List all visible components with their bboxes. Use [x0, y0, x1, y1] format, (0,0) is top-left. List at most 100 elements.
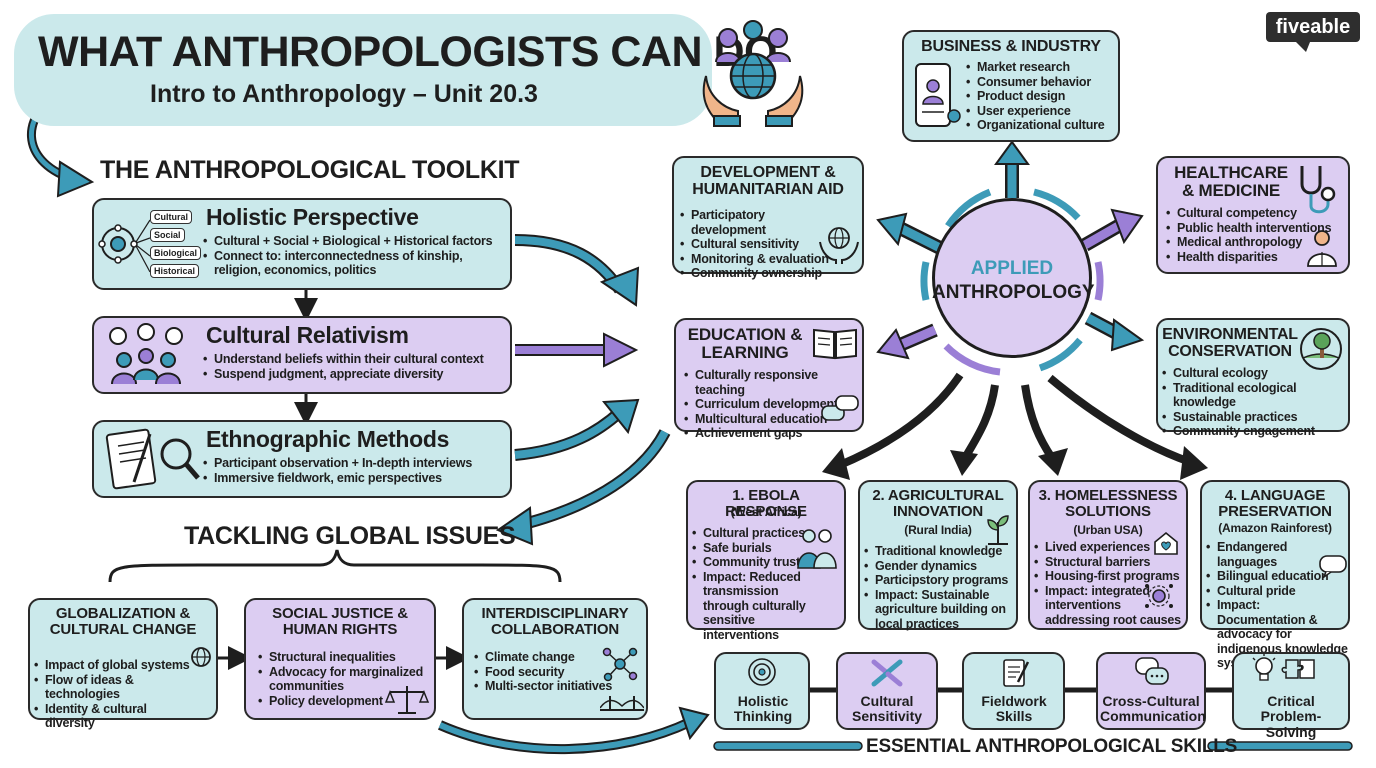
business-list: Market research Consumer behavior Produc…: [966, 60, 1116, 133]
skill-problem-solving-label: Critical Problem-Solving: [1260, 693, 1322, 740]
case-homeless-list: Lived experiences Structural barriers Ho…: [1034, 540, 1184, 627]
holistic-title: Holistic Perspective: [206, 204, 419, 230]
case-language-place: (Amazon Rainforest): [1218, 521, 1332, 535]
justice-list: Structural inequalities Advocacy for mar…: [258, 650, 424, 708]
list-item: Community trust: [692, 555, 820, 570]
list-item: Culturally responsive teaching: [684, 368, 859, 397]
justice-title: SOCIAL JUSTICE & HUMAN RIGHTS: [272, 605, 408, 639]
hands-globe-icon: [818, 222, 860, 269]
list-item: Cultural competency: [1166, 206, 1336, 221]
list-item: Health disparities: [1166, 250, 1336, 265]
list-item: Understand beliefs within their cultural…: [203, 352, 508, 367]
ethno-list: Participant observation + In-depth inter…: [203, 456, 508, 485]
applied-anthropology-circle: [932, 198, 1092, 358]
notepad-pen-icon: [1000, 656, 1032, 693]
skill-fieldwork-label: Fieldwork Skills: [981, 693, 1047, 725]
case-homeless-title: 3. HOMELESSNESS SOLUTIONS: [1038, 487, 1178, 521]
list-item: Sustainable practices: [1162, 410, 1348, 425]
tree-landscape-icon: [1298, 326, 1344, 377]
case-homeless-place: (Urban USA): [1073, 523, 1143, 537]
list-item: Participstory programs: [864, 573, 1014, 588]
case-ebola-place: (West Africa): [730, 505, 802, 519]
list-item: Structural inequalities: [258, 650, 424, 665]
holistic-diagram-icon: [98, 214, 151, 279]
list-item: Structural barriers: [1034, 555, 1184, 570]
list-item: Cultural + Social + Biological + Histori…: [203, 234, 508, 249]
list-item: Cultural pride: [1206, 584, 1348, 599]
skill-sensitivity-label: Cultural Sensitivity: [851, 693, 923, 725]
list-item: Medical anthropology: [1166, 235, 1336, 250]
list-item: Endangered languages: [1206, 540, 1348, 569]
doctor-icon: [1306, 228, 1338, 273]
logo-text: fiveable: [1275, 16, 1351, 38]
list-item: Cultural ecology: [1162, 366, 1348, 381]
list-item: Monitoring & evaluation: [680, 252, 840, 267]
list-item: Advocacy for marginalized communities: [258, 665, 424, 694]
list-item: Gender dynamics: [864, 559, 1014, 574]
speech-bubble-icon: [1318, 554, 1348, 583]
fiveable-logo[interactable]: fiveable: [1266, 12, 1360, 42]
chat-bubbles-icon: [1134, 656, 1170, 693]
page-title: WHAT ANTHROPOLOGISTS CAN DO: [38, 28, 777, 76]
skill-communication-label: Cross-Cultural Communication: [1100, 693, 1206, 725]
list-item: Immersive fieldwork, emic perspectives: [203, 471, 508, 486]
list-item: Community engagement: [1162, 424, 1348, 439]
list-item: Participatory development: [680, 208, 840, 237]
list-item: Impact: Sustainable agriculture building…: [864, 588, 1014, 632]
health-workers-icon: [796, 526, 838, 575]
skill-holistic-label: Holistic Thinking: [733, 693, 793, 725]
header-banner: [14, 14, 712, 126]
people-globe-icon: [698, 16, 808, 133]
globalization-list: Impact of global systems Flow of ideas &…: [34, 658, 192, 731]
list-item: Impact of global systems: [34, 658, 192, 673]
list-item: Community ownership: [680, 266, 840, 281]
scales-justice-icon: [384, 684, 430, 721]
development-list: Participatory development Cultural sensi…: [680, 208, 840, 281]
tag-social: Social: [150, 228, 185, 242]
education-title: EDUCATION & LEARNING: [687, 325, 803, 363]
list-item: Lived experiences: [1034, 540, 1184, 555]
list-item: Suspend judgment, appreciate diversity: [203, 367, 508, 382]
phone-profile-icon: [912, 62, 962, 137]
healthcare-title: HEALTHCARE & MEDICINE: [1174, 163, 1288, 201]
interdisciplinary-title: INTERDISCIPLINARY COLLABORATION: [481, 605, 629, 639]
tag-cultural: Cultural: [150, 210, 193, 224]
list-item: Market research: [966, 60, 1116, 75]
open-book-icon: [812, 326, 858, 365]
skills-heading: ESSENTIAL ANTHROPOLOGICAL SKILLS: [866, 736, 1238, 757]
list-item: Impact: integrated interventions address…: [1034, 584, 1184, 628]
global-heading: TACKLING GLOBAL ISSUES: [184, 522, 516, 550]
list-item: Organizational culture: [966, 118, 1116, 133]
education-list: Culturally responsive teaching Curriculu…: [684, 368, 859, 441]
hands-circle-icon: [870, 656, 904, 693]
list-item: Cultural sensitivity: [680, 237, 840, 252]
notebook-magnifier-icon: [104, 424, 200, 499]
center-label-line2: ANTHROPOLOGY: [932, 282, 1095, 303]
toolkit-heading: THE ANTHROPOLOGICAL TOOLKIT: [100, 156, 520, 184]
list-item: Flow of ideas & technologies: [34, 673, 192, 702]
skill-sensitivity-card: [836, 652, 938, 730]
list-item: Traditional ecological knowledge: [1162, 381, 1348, 410]
ethno-title: Ethnographic Methods: [206, 426, 450, 452]
holistic-list: Cultural + Social + Biological + Histori…: [203, 234, 508, 278]
list-item: Connect to: interconnectedness of kinshi…: [203, 249, 508, 278]
list-item: Food security: [474, 665, 624, 680]
case-agri-place: (Rural India): [904, 523, 972, 537]
list-item: Product design: [966, 89, 1116, 104]
list-item: Housing-first programs: [1034, 569, 1184, 584]
environment-title: ENVIRONMENTAL CONSERVATION: [1162, 326, 1298, 361]
healthcare-list: Cultural competency Public health interv…: [1166, 206, 1336, 264]
globalization-title: GLOBALIZATION & CULTURAL CHANGE: [49, 605, 197, 639]
bridge-icon: [599, 692, 645, 719]
list-item: Public health interventions: [1166, 221, 1336, 236]
target-icon: [746, 656, 778, 693]
list-item: Identity & cultural diversity: [34, 702, 192, 731]
list-item: Curriculum development: [684, 397, 859, 412]
list-item: User experience: [966, 104, 1116, 119]
list-item: Impact: Reduced transmission through cul…: [692, 570, 820, 643]
list-item: Multi-sector initiatives: [474, 679, 624, 694]
diverse-people-icon: [104, 322, 188, 393]
list-item: Cultural practices: [692, 526, 820, 541]
skill-problem-solving-card: [1232, 652, 1350, 730]
list-item: Multicultural education: [684, 412, 859, 427]
